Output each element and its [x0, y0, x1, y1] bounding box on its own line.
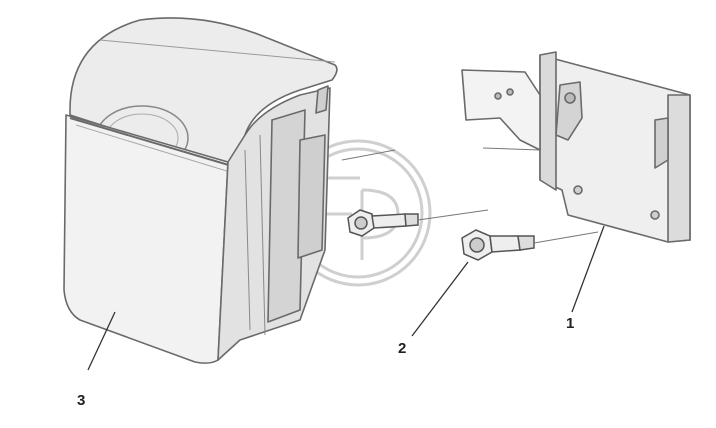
- mounting-bracket: [461, 51, 691, 243]
- flange-bolt-upper: [347, 209, 419, 237]
- flange-bolt-lower: [461, 229, 535, 261]
- callout-3: 3: [77, 392, 86, 409]
- leader-lines: [87, 225, 605, 371]
- guide-lines: [341, 147, 599, 244]
- watermark-logo: [284, 139, 432, 287]
- grass-catcher-cover: [63, 17, 338, 364]
- callout-2: 2: [398, 340, 407, 357]
- callout-1: 1: [566, 315, 575, 332]
